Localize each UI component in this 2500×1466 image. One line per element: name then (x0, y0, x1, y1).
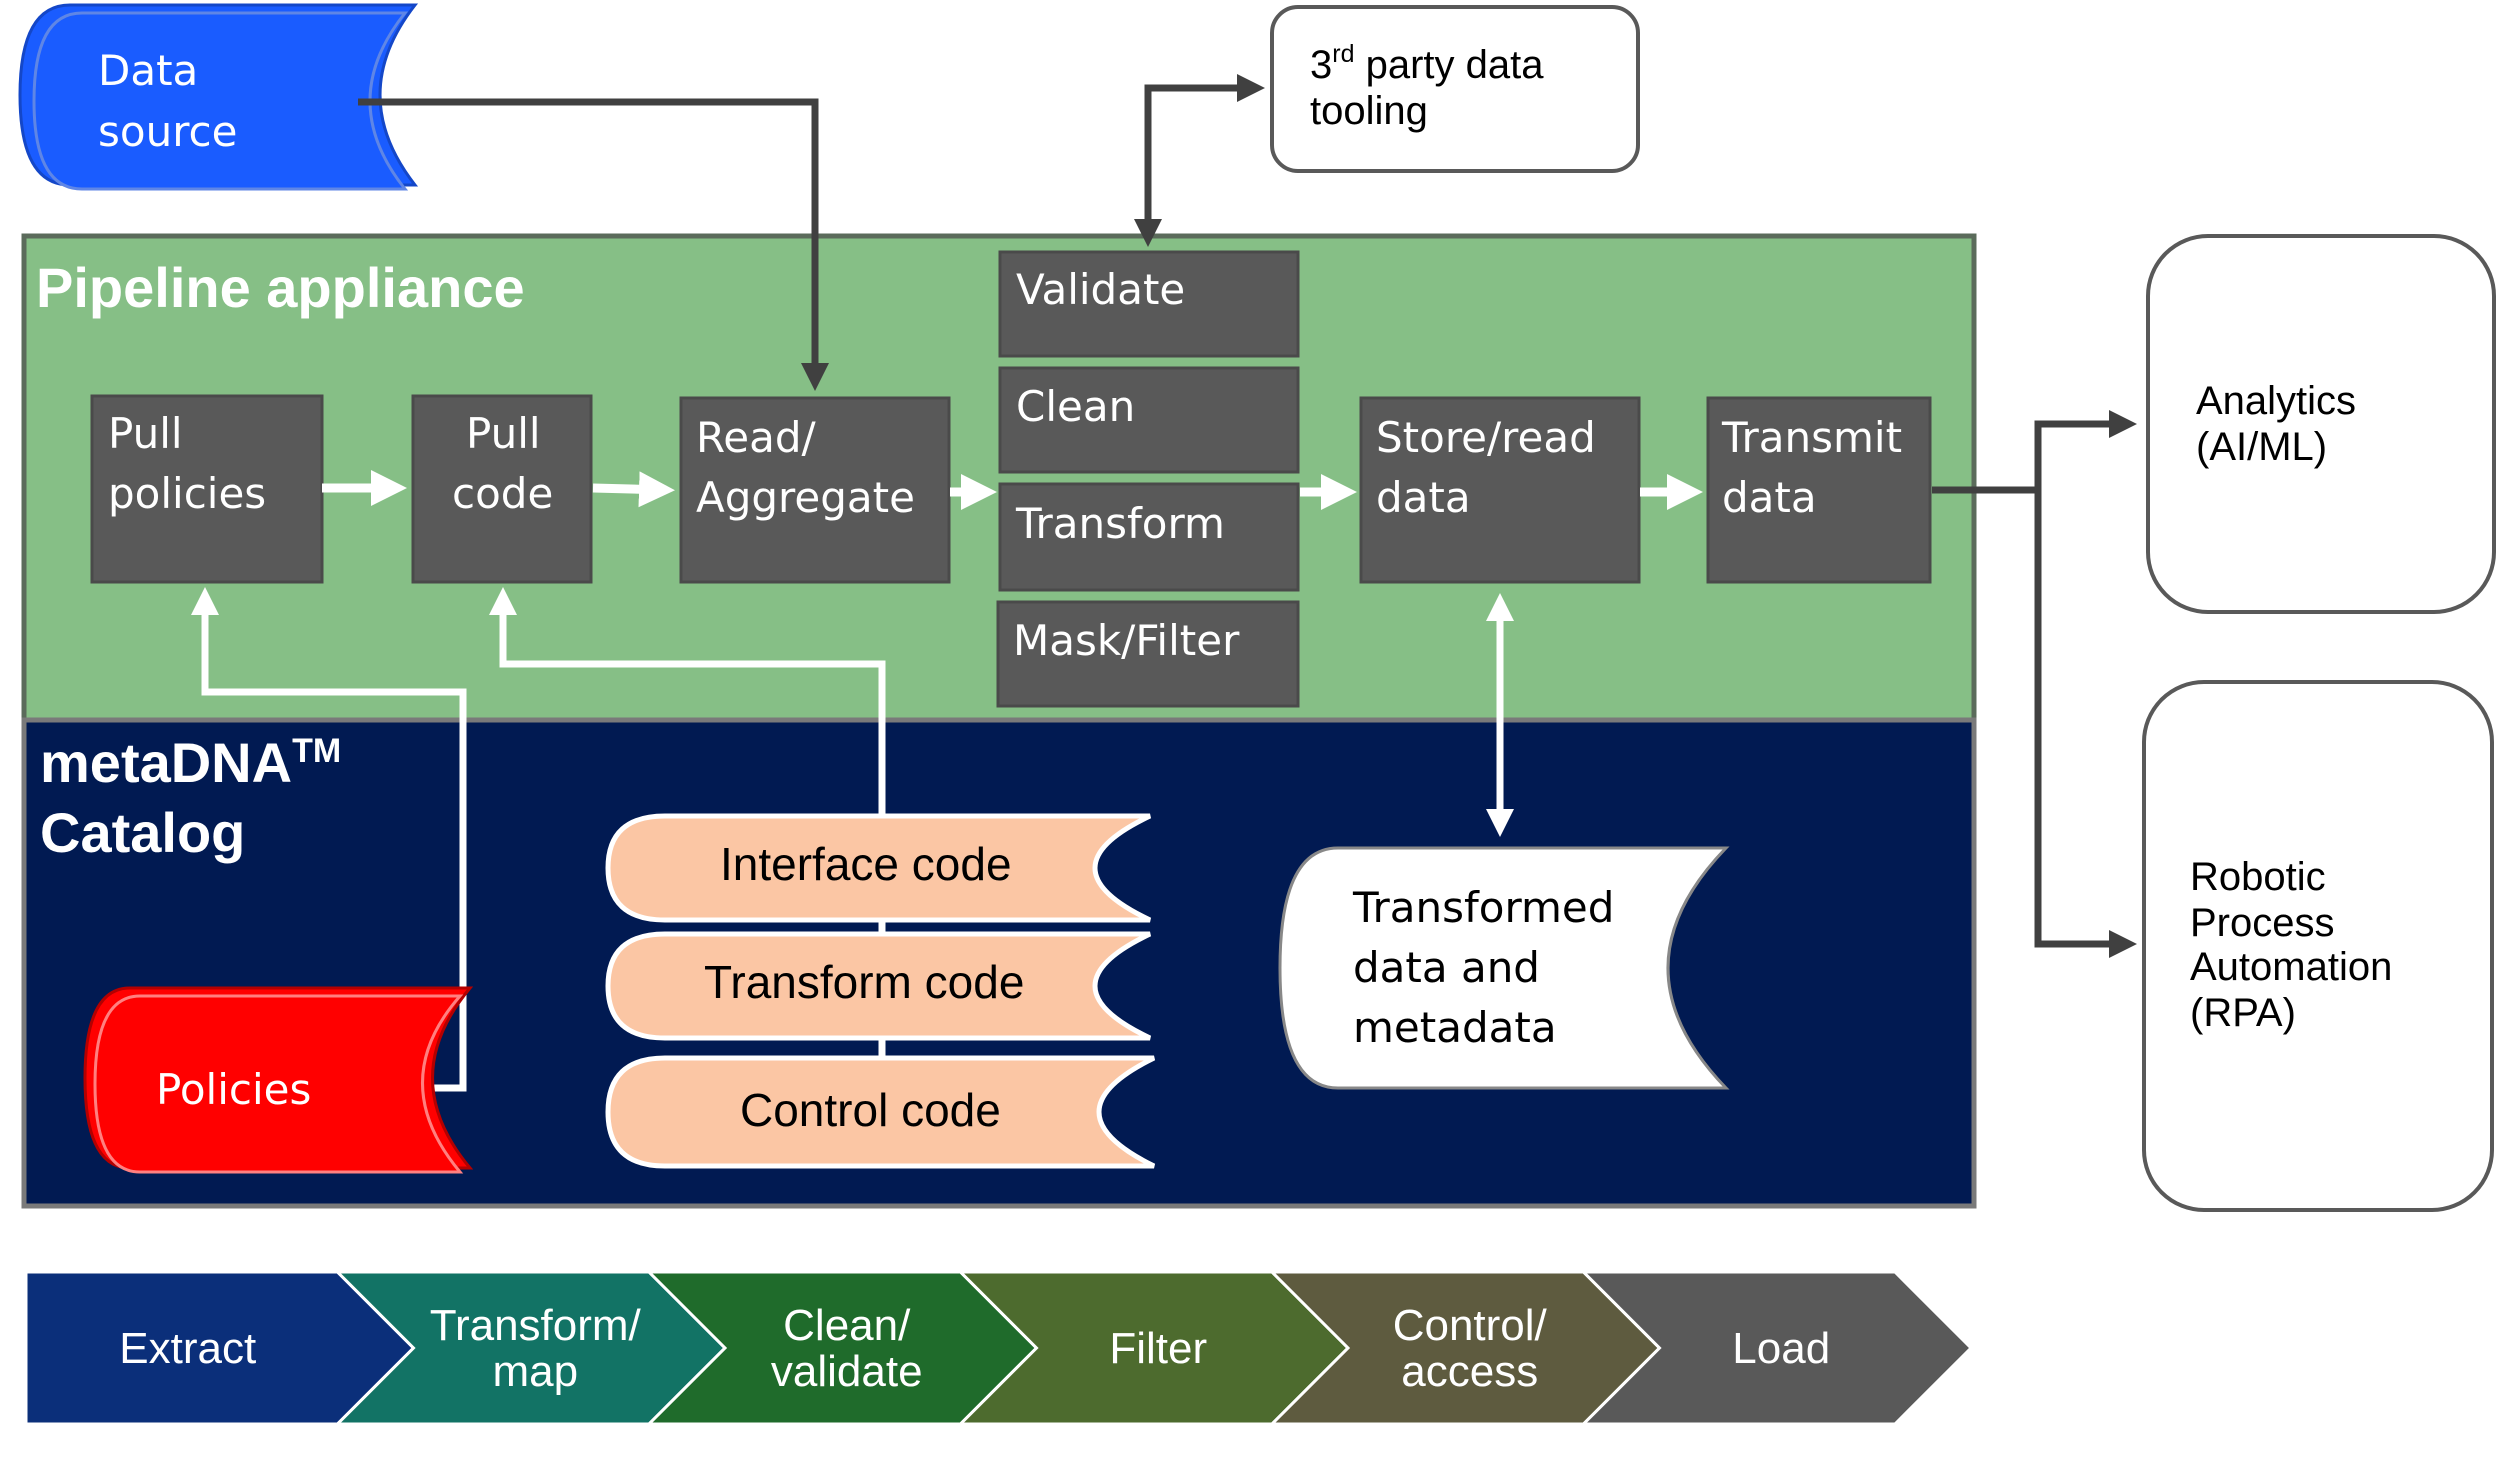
policies-label: Policies (156, 1065, 311, 1114)
data-source-label-line1: Data (98, 46, 198, 95)
data-source-to-read-arrow (358, 98, 829, 391)
third-party-num: 3 (1310, 43, 1332, 87)
store-read-line1: Store/read (1376, 413, 1596, 462)
transformed-line2: data and (1353, 943, 1540, 992)
pull-code-line1: Pull (466, 409, 541, 458)
pull-policies-line1: Pull (108, 409, 183, 458)
chevron-label: Clean/ (783, 1301, 911, 1350)
rpa-line2: Process (2190, 901, 2335, 945)
control-code-label: Control code (740, 1084, 1001, 1136)
transmit-line1: Transmit (1721, 413, 1902, 462)
validate-label: Validate (1016, 265, 1185, 314)
rpa-line3: Automation (2190, 945, 2392, 989)
chevron-label: Load (1732, 1324, 1830, 1373)
policies-storage: Policies (83, 986, 474, 1174)
transform-label: Transform (1015, 499, 1225, 548)
transform-box: Transform (998, 482, 1300, 592)
flow-arrows (322, 470, 1703, 510)
clean-box: Clean (998, 366, 1300, 474)
analytics-line1: Analytics (2196, 379, 2356, 423)
pull-code-line2: code (452, 469, 553, 518)
rpa-line4: (RPA) (2190, 991, 2296, 1035)
mask-filter-box: Mask/Filter (996, 600, 1300, 708)
mask-filter-label: Mask/Filter (1013, 616, 1240, 665)
catalog-title: metaDNATM (40, 731, 341, 794)
chevron-label: validate (771, 1347, 923, 1396)
data-source-storage: Data source (18, 3, 419, 191)
validate-box: Validate (998, 250, 1300, 358)
read-aggregate-line2: Aggregate (696, 473, 915, 522)
transformed-line1: Transformed (1352, 883, 1614, 932)
interface-code-label: Interface code (720, 838, 1012, 890)
transform-code-storage: Transform code (605, 931, 1152, 1041)
tooling-link-right (1144, 74, 1265, 132)
analytics-box: Analytics (AI/ML) (2146, 234, 2496, 614)
third-party-sup: rd (1332, 40, 1354, 68)
chevron-label: Control/ (1393, 1301, 1548, 1350)
pull-policies-line2: policies (108, 469, 266, 518)
transmit-to-analytics-arrow (2034, 410, 2137, 944)
interface-code-storage: Interface code (605, 813, 1152, 923)
pipeline-appliance-title: Pipeline appliance (36, 256, 525, 319)
transformed-line3: metadata (1353, 1003, 1557, 1052)
catalog-connectors (191, 587, 1514, 1092)
policies-to-pull-policies-arrow (191, 587, 467, 1092)
catalog-title-line1: metaDNA (40, 731, 292, 794)
third-party-line1: party data (1354, 43, 1544, 87)
trademark-mark: TM (292, 732, 341, 770)
chevron-step-3: Clean/validate (645, 1270, 1039, 1426)
transform-code-label: Transform code (704, 956, 1024, 1008)
store-read-line2: data (1376, 473, 1471, 522)
chevron-label: Extract (119, 1324, 256, 1373)
chevron-label: Transform/ (430, 1301, 642, 1350)
svg-text:3rd party data: 3rd party data (1310, 40, 1544, 87)
store-read-box: Store/read data (1359, 396, 1641, 584)
rpa-line1: Robotic (2190, 855, 2326, 899)
transmit-box: Transmit data (1706, 396, 1932, 584)
clean-label: Clean (1016, 382, 1135, 431)
chevron-step-1: Extract (24, 1270, 416, 1426)
catalog-title-line2: Catalog (40, 801, 245, 864)
chevron-shape (1579, 1270, 1974, 1426)
third-party-tooling-box: 3rd party data tooling (1270, 5, 1640, 173)
chevron-label: access (1401, 1347, 1538, 1396)
data-source-label-line2: source (98, 107, 237, 156)
chevron-step-2: Transform/map (333, 1270, 728, 1426)
rpa-box: Robotic Process Automation (RPA) (2142, 680, 2494, 1212)
read-aggregate-box: Read/ Aggregate (679, 396, 951, 584)
control-code-storage: Control code (605, 1055, 1156, 1169)
chevron-label: map (492, 1347, 578, 1396)
arrow-pull-code-to-read (592, 471, 675, 508)
analytics-line2: (AI/ML) (2196, 425, 2327, 469)
interface-code-to-pull-code-arrow (489, 587, 886, 816)
transmit-line2: data (1722, 473, 1817, 522)
chevron-step-6: Load (1579, 1270, 1974, 1426)
pull-policies-box: Pull policies (90, 394, 324, 584)
third-party-line2: tooling (1310, 89, 1428, 133)
read-aggregate-line1: Read/ (696, 413, 817, 462)
pull-code-box: Pull code (411, 394, 593, 584)
transmit-to-rpa-arrow (2034, 490, 2137, 958)
chevron-label: Filter (1109, 1324, 1207, 1373)
transformed-data-storage: Transformed data and metadata (1278, 846, 1730, 1090)
external-connectors (358, 74, 2137, 958)
